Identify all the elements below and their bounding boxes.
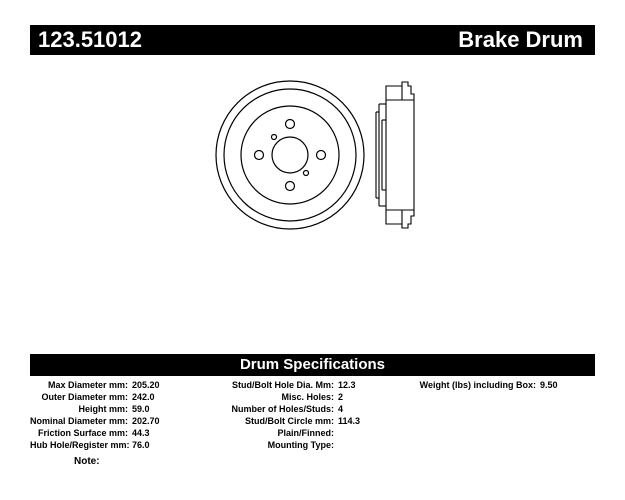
spec-value: 59.0 [132,404,150,414]
spec-column-2: Stud/Bolt Hole Dia. Mm: 12.3 Misc. Holes:… [210,379,360,451]
spec-label: Nominal Diameter mm: [30,416,129,426]
spec-row-stud-hole-dia: Stud/Bolt Hole Dia. Mm: 12.3 [210,379,360,391]
stud-hole [284,180,296,192]
spec-row-weight: Weight (lbs) including Box: 9.50 [400,379,558,391]
spec-row-outer-diameter: Outer Diameter mm: 242.0 [30,391,160,403]
spec-value: 9.50 [540,380,558,390]
spec-label: Misc. Holes: [281,392,334,402]
spec-row-friction-surface: Friction Surface mm: 44.3 [30,427,160,439]
spec-label: Max Diameter mm: [47,380,128,390]
spec-value: 76.0 [132,440,150,450]
hub-circle [271,136,309,174]
spec-value: 202.70 [132,416,160,426]
spec-row-height: Height mm:59.0 [30,403,160,415]
misc-hole [270,133,278,141]
spec-label: Stud/Bolt Circle mm: [244,416,334,426]
inner-rim-circle [223,88,357,222]
spec-label: Number of Holes/Studs: [231,404,334,414]
stud-hole [253,149,265,161]
note-label: Note: [74,456,100,467]
spec-label: Weight (lbs) including Box: [419,380,536,390]
spec-value: 2 [338,392,344,402]
specifications-title: Drum Specifications [239,356,386,373]
spec-value: 44.3 [132,428,150,438]
spec-value: 12.3 [338,380,356,390]
spec-column-1: Max Diameter mm: 205.20 Outer Diameter mm… [30,379,160,451]
spec-label: Hub Hole/Register mm: [30,440,130,450]
spec-row-mounting-type: Mounting Type: [210,439,360,451]
spec-label: Height mm: [78,404,129,414]
spec-row-number-of-holes: Number of Holes/Studs: 4 [210,403,360,415]
side-view [375,81,415,229]
spec-label: Mounting Type: [267,440,334,450]
brake-drum-drawing [215,80,415,230]
face-circle [240,105,340,205]
spec-row-nominal-diameter: Nominal Diameter mm:202.70 [30,415,160,427]
front-view [215,80,365,230]
spec-row-max-diameter: Max Diameter mm: 205.20 [30,379,160,391]
spec-label: Outer Diameter mm: [41,392,128,402]
spec-row-hub-hole: Hub Hole/Register mm:76.0 [30,439,160,451]
misc-hole [302,169,310,177]
spec-label: Plain/Finned: [277,428,334,438]
spec-label: Stud/Bolt Hole Dia. Mm: [232,380,334,390]
outer-rim-circle [215,80,365,230]
specifications-bar: Drum Specifications [30,354,595,376]
spec-value: 205.20 [132,380,160,390]
drum-profile [385,81,415,229]
spec-value: 4 [338,404,344,414]
product-type: Brake Drum [458,27,583,52]
header-bar: 123.51012 Brake Drum [30,25,595,55]
stud-hole [315,149,327,161]
part-number: 123.51012 [38,27,142,52]
spec-value: 114.3 [338,416,361,426]
spec-row-plain-finned: Plain/Finned: [210,427,360,439]
spec-column-3: Weight (lbs) including Box: 9.50 [400,379,558,391]
stud-hole [284,118,296,130]
spec-row-misc-holes: Misc. Holes: 2 [210,391,360,403]
spec-label: Friction Surface mm: [37,428,128,438]
spec-value: 242.0 [132,392,155,402]
spec-row-bolt-circle: Stud/Bolt Circle mm: 114.3 [210,415,360,427]
